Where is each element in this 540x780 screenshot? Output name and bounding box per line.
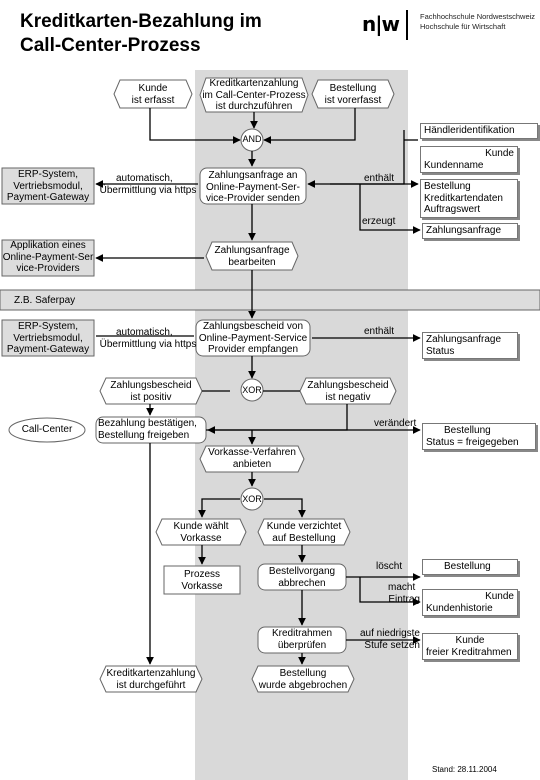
event-kreditkartenzahlung-durchgefuehrt bbox=[99, 665, 203, 693]
saferpay-box bbox=[0, 289, 540, 311]
event-bestellung-abgebrochen bbox=[251, 665, 355, 693]
system-erp-1 bbox=[1, 167, 95, 205]
connector-xor-1-label: XOR bbox=[242, 385, 262, 395]
event-kreditkartenzahlung-durchfuehren bbox=[199, 77, 309, 113]
page-title: Kreditkarten-Bezahlung im Call-Center-Pr… bbox=[20, 10, 320, 58]
data-haendleridentifikation: Händleridentifikation bbox=[420, 123, 538, 139]
function-zahlungsanfrage-senden bbox=[199, 167, 307, 205]
event-kunde-erfasst bbox=[113, 79, 193, 109]
data-zahlungsanfrage: Zahlungsanfrage bbox=[422, 223, 518, 239]
event-zahlungsbescheid-positiv bbox=[99, 377, 203, 405]
institution-line-1: Fachhochschule Nordwestschweiz bbox=[420, 12, 536, 21]
logo-divider bbox=[406, 10, 408, 40]
system-erp-2-label: ERP-System,Vertriebsmodul,Payment-Gatewa… bbox=[6, 321, 90, 355]
function-bezahlung-bestaetigen-label: Bezahlung bestätigen,Bestellung freigebe… bbox=[98, 418, 197, 441]
connector-xor-2-label: XOR bbox=[242, 494, 262, 504]
app-online-payment bbox=[1, 239, 95, 277]
edge-veraendert: verändert bbox=[374, 418, 417, 429]
system-erp-2 bbox=[1, 319, 95, 357]
connector-and-label: AND bbox=[242, 134, 262, 144]
institution-name: Fachhochschule Nordwestschweiz Hochschul… bbox=[420, 12, 535, 32]
event-bestellung-erfasst bbox=[311, 79, 395, 109]
call-center-label: Call-Center bbox=[21, 424, 73, 435]
connector-xor-1 bbox=[240, 378, 264, 402]
edge-automatisch-2: automatisch,Übermittlung via https bbox=[99, 327, 197, 350]
stand-date: Stand: 28.11.2004 bbox=[432, 765, 497, 774]
saferpay-label: Z.B. Saferpay bbox=[14, 295, 76, 306]
event-kunde-waehlt-vorkasse bbox=[155, 518, 247, 546]
data-bestellung: Bestellung bbox=[422, 559, 518, 575]
connector-xor-2 bbox=[240, 487, 264, 511]
edge-enthaelt-2: enthält bbox=[364, 326, 395, 337]
call-center-unit bbox=[8, 417, 86, 443]
institution-line-2: Hochschule für Wirtschaft bbox=[420, 22, 506, 31]
function-zahlungsbescheid-empfangen bbox=[195, 319, 311, 357]
event-vorkasse-angeboten bbox=[199, 445, 305, 473]
fhnw-logo: n|w bbox=[362, 12, 400, 36]
title-line-2: Call-Center-Prozess bbox=[20, 35, 201, 56]
edge-erzeugt: erzeugt bbox=[362, 216, 396, 227]
title-line-1: Kreditkarten-Bezahlung im bbox=[20, 11, 262, 32]
process-vorkasse bbox=[163, 565, 241, 595]
edge-loescht: löscht bbox=[376, 561, 403, 572]
edge-enthaelt-1: enthält bbox=[364, 173, 395, 184]
event-kunde-verzichtet bbox=[257, 518, 351, 546]
system-erp-1-label: ERP-System,Vertriebsmodul,Payment-Gatewa… bbox=[6, 169, 90, 203]
edge-automatisch-1: automatisch,Übermittlung via https bbox=[99, 173, 197, 196]
event-zahlungsanfrage-bearbeiten bbox=[205, 241, 299, 271]
